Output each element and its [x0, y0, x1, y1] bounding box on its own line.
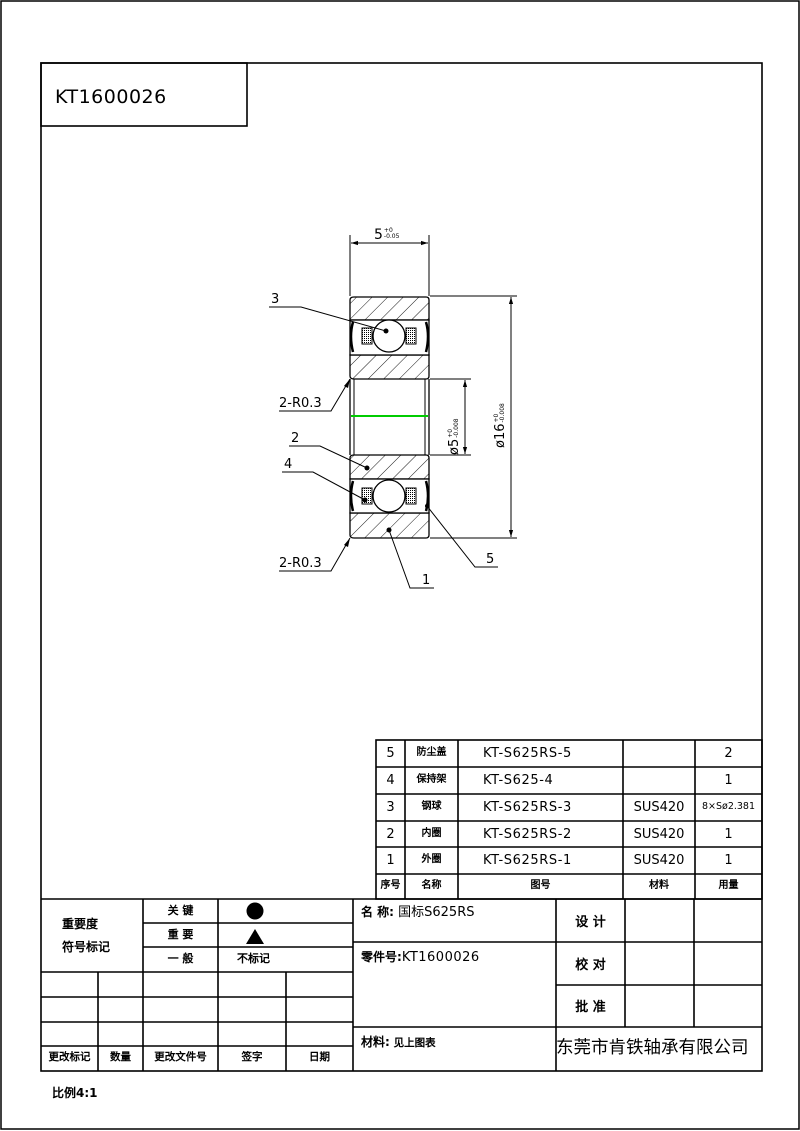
dimension-lines: [349, 235, 517, 539]
balloon-3: 3: [271, 292, 280, 307]
revision-header-qty: 数量: [110, 1051, 131, 1063]
importance-key: 关 键: [167, 904, 194, 917]
revision-header-doc: 更改文件号: [154, 1051, 207, 1063]
balloon-5: 5: [486, 552, 495, 567]
bore-dimension-text: ø5+0-0.008: [447, 418, 462, 455]
revision-header-sign: 签字: [241, 1051, 263, 1063]
leader-lines: [269, 306, 498, 589]
part-name: 名 称: 国标S625RS: [361, 905, 475, 920]
general-symbol-text: 不标记: [237, 952, 270, 965]
importance-general: 一 般: [167, 952, 194, 965]
table-row: 5 防尘盖 KT-S625RS-5 2: [386, 746, 733, 761]
width-dimension: 5+0-0.05: [374, 227, 400, 243]
table-row: 3 钢球 KT-S625RS-3 SUS420 8×Sø2.381: [386, 800, 756, 815]
balloon-1: 1: [422, 573, 431, 588]
balloon-4: 4: [284, 457, 293, 472]
drawing-number-box: [40, 62, 248, 127]
parts-table: 5 防尘盖 KT-S625RS-5 2 4 保持架 KT-S625-4 1 3 …: [376, 740, 762, 899]
radius-label-upper: 2-R0.3: [279, 396, 322, 411]
outer-dimension-text: ø16+0-0.008: [493, 403, 508, 448]
balloon-2: 2: [291, 431, 300, 446]
drawing-frame: [40, 62, 763, 1072]
drawing-number: KT1600026: [55, 86, 167, 108]
material: 材料: 见上图表: [361, 1035, 436, 1049]
revision-header-date: 日期: [309, 1051, 330, 1063]
part-number: 零件号:KT1600026: [361, 950, 480, 965]
table-row: 1 外圈 KT-S625RS-1 SUS420 1: [386, 853, 733, 868]
signoff-check: 校 对: [575, 958, 606, 973]
table-header: 序号 名称 图号 材料 用量: [380, 880, 739, 891]
important-triangle-icon: [246, 929, 264, 944]
signoff-approve: 批 准: [575, 1000, 606, 1015]
signoff-design: 设 计: [575, 915, 606, 930]
key-circle-icon: [246, 902, 264, 920]
company-name: 东莞市肯铁轴承有限公司: [556, 1038, 749, 1058]
revision-header-mark: 更改标记: [48, 1051, 91, 1063]
bearing-section: [349, 296, 430, 539]
table-row: 2 内圈 KT-S625RS-2 SUS420 1: [386, 827, 733, 842]
importance-label-line2: 符号标记: [62, 940, 111, 954]
importance-important: 重 要: [167, 928, 194, 941]
title-block-grid: [41, 898, 762, 1071]
scale: 比例4:1: [52, 1086, 98, 1100]
radius-label-lower: 2-R0.3: [279, 556, 322, 571]
table-row: 4 保持架 KT-S625-4 1: [386, 773, 733, 788]
importance-label-line1: 重要度: [62, 917, 99, 931]
